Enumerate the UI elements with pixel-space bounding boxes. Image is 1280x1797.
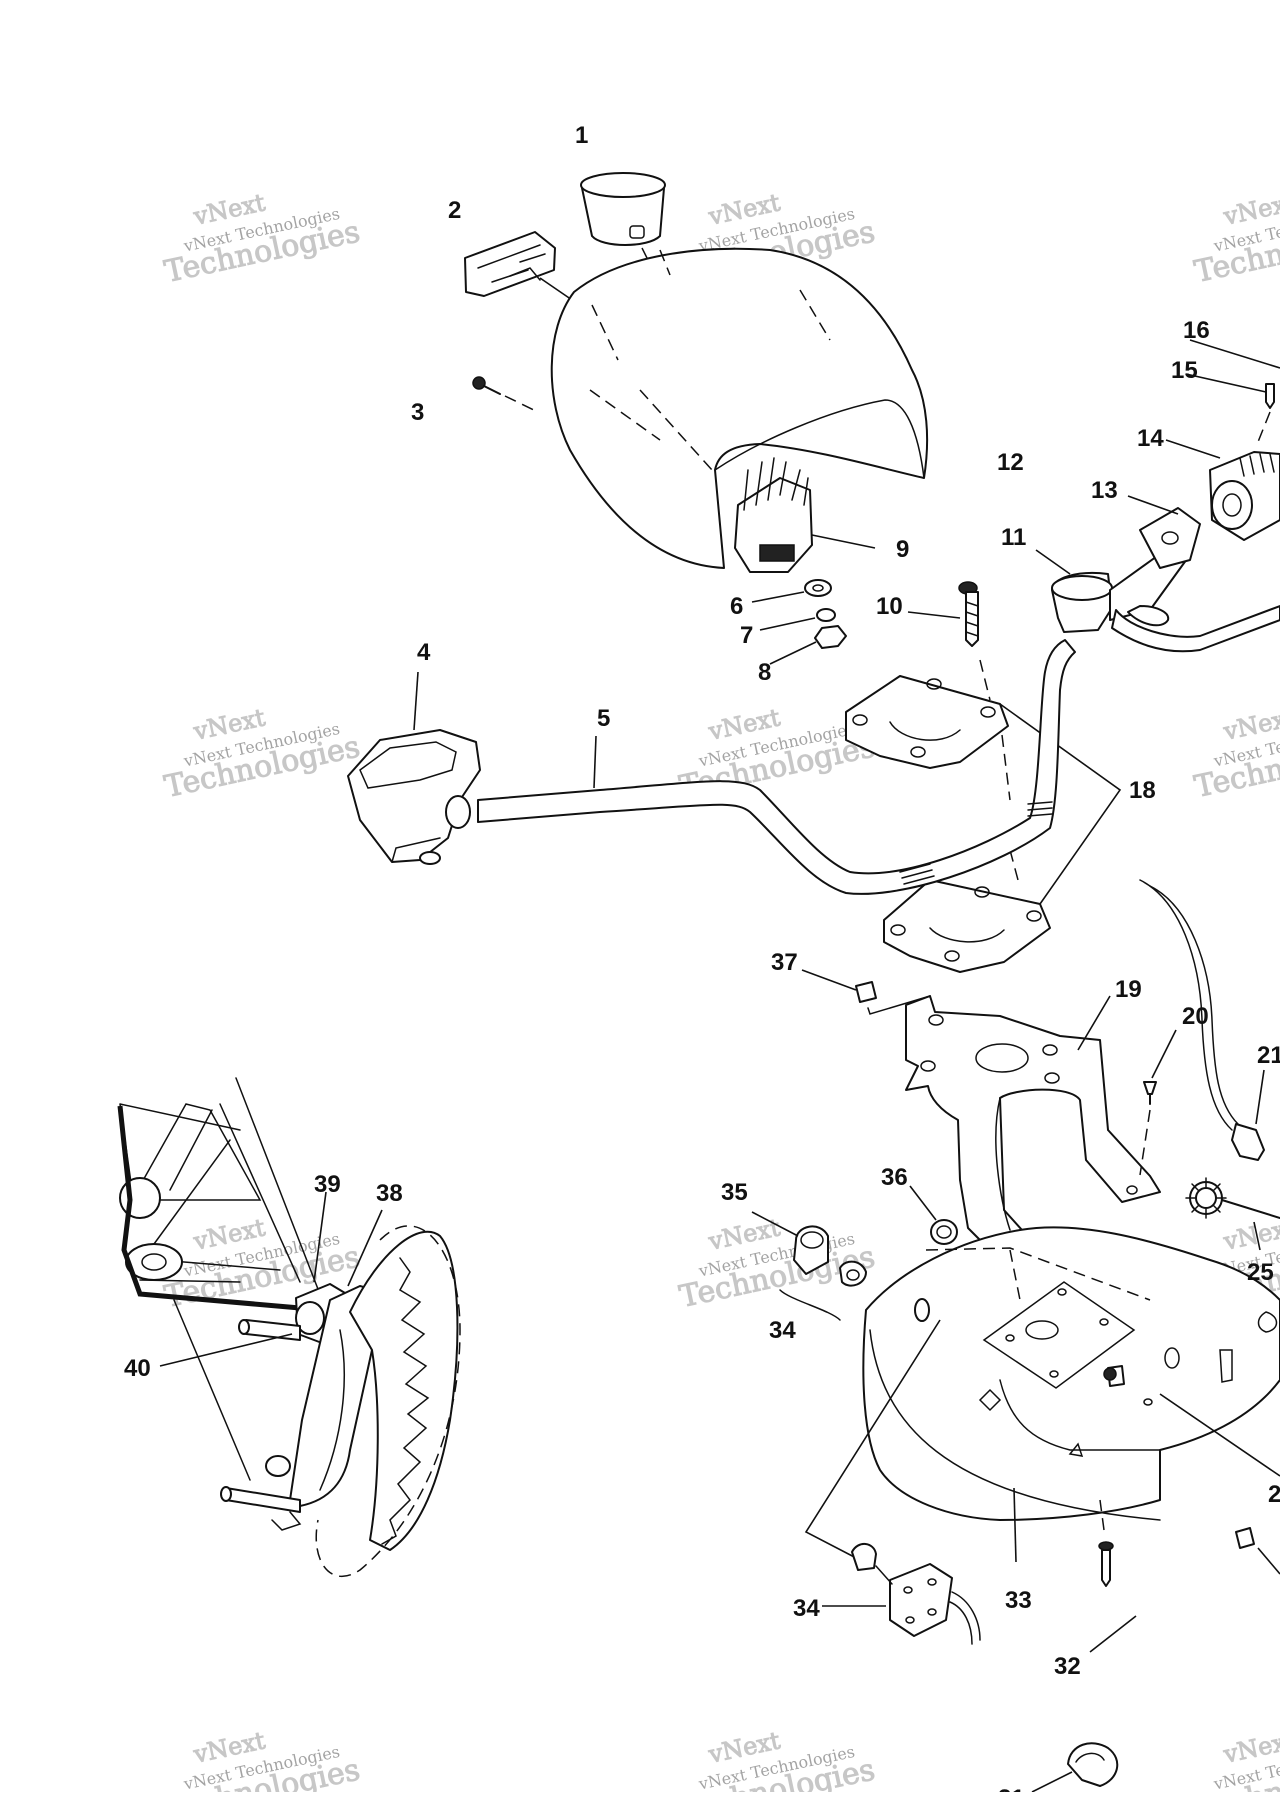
part-33-lower-cover [862,1226,1280,1563]
part-32-screw [1089,1499,1137,1653]
callout-34-upper: 34 [769,1317,796,1344]
wire-harness [1139,879,1265,1161]
callout-12: 12 [997,449,1024,476]
callout-37: 37 [771,949,798,976]
part-3-screw [472,376,539,413]
callout-33: 33 [1005,1587,1032,1614]
part-25-gear-sender [1185,1177,1280,1251]
callout-18: 18 [1129,777,1156,804]
parts-15-16-screws [1185,339,1280,443]
callout-25: 25 [1247,1259,1274,1286]
callout-5: 5 [597,705,610,732]
part-37-clip [801,969,931,1015]
callout-35: 35 [721,1179,748,1206]
part-10-bolt [907,581,991,701]
callout-2-partial: 2 [1268,1481,1280,1508]
part-20-screw [1139,1029,1177,1176]
callout-38: 38 [376,1180,403,1207]
part-1-gauge-cup [580,172,666,265]
part-18-handlebar-clamp-bottom [883,879,1051,973]
part-35-fitting [751,1211,867,1321]
callout-10: 10 [876,593,903,620]
part-5-handlebar [477,639,1076,895]
callout-1: 1 [575,122,588,149]
callout-16: 16 [1183,317,1210,344]
callout-32: 32 [1054,1653,1081,1680]
callout-19: 19 [1115,976,1142,1003]
callout-36: 36 [881,1164,908,1191]
part-13-bracket [1127,495,1201,569]
part-12-cowl [550,247,929,569]
callout-20: 20 [1182,1003,1209,1030]
part-partial-right-edge [1103,1367,1280,1575]
callout-4: 4 [417,639,431,666]
callout-34-lower: 34 [793,1595,820,1622]
callout-3: 3 [411,399,424,426]
inset-spindle-assembly [117,1077,461,1577]
callout-9: 9 [896,536,909,563]
callout-8: 8 [758,659,771,686]
callout-11: 11 [1001,524,1026,551]
part-18-handlebar-clamp-top [845,675,1009,769]
callout-40: 40 [124,1355,151,1382]
callout-labels: 1 2 3 4 5 6 7 8 9 10 11 12 13 14 15 16 1… [124,122,1280,1797]
part-36-grommet [909,1185,958,1245]
callout-6: 6 [730,593,743,620]
part-34-plunger-switch [822,1543,981,1645]
part-19-mounting-bracket [905,995,1161,1269]
callout-39: 39 [314,1171,341,1198]
part-4-left-switch-housing [347,671,481,865]
part-31-clamp [1031,1742,1119,1793]
callout-15: 15 [1171,357,1198,384]
part-2-light-bracket [464,231,576,303]
parts-6-7-8-hardware [751,579,847,665]
callout-21: 21 [1257,1042,1280,1069]
callout-31: 31 [998,1785,1025,1792]
part-9-connector [734,457,876,573]
callout-2: 2 [448,197,461,224]
callout-7: 7 [740,622,753,649]
callout-13: 13 [1091,477,1118,504]
callout-14: 14 [1137,425,1164,452]
part-14-throttle-housing [1165,439,1280,541]
